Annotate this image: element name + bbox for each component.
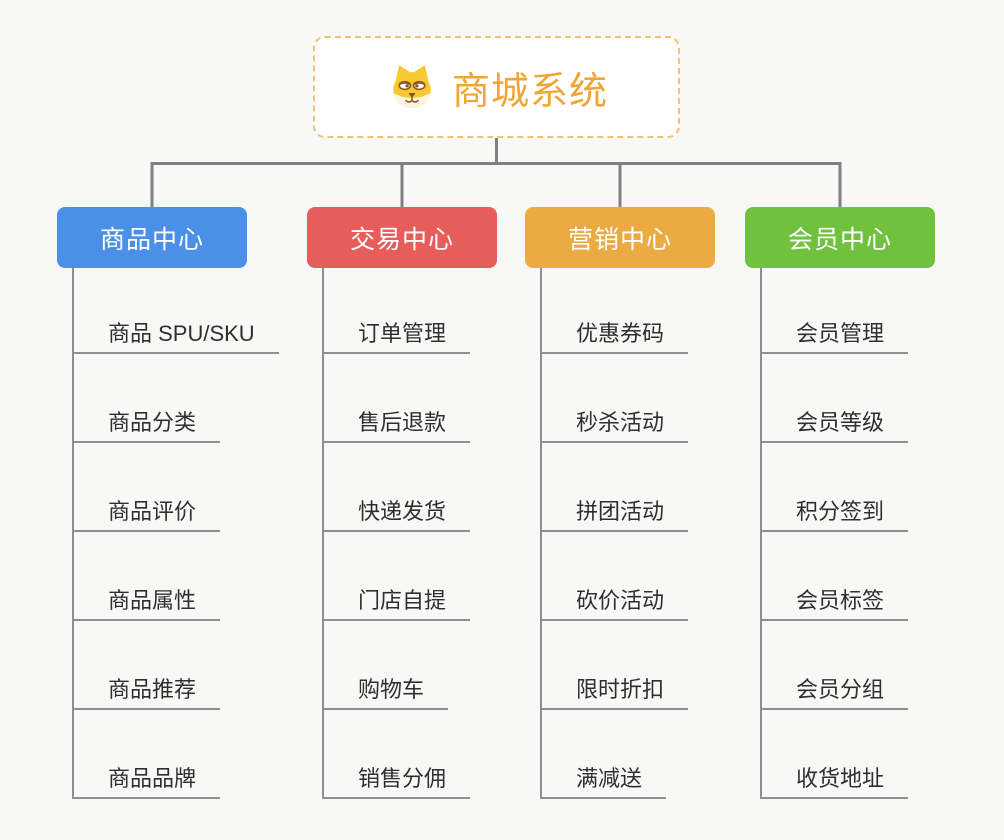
branch-children-product: 商品 SPU/SKU 商品分类 商品评价 商品属性 商品推荐 商品品牌 xyxy=(72,268,354,799)
topic-node[interactable]: 会员分组 xyxy=(762,666,909,710)
branch-node-marketing[interactable]: 营销中心 xyxy=(525,207,715,268)
branch-children-trade: 订单管理 售后退款 快递发货 门店自提 购物车 销售分佣 xyxy=(322,268,604,799)
topic-node[interactable]: 商品 SPU/SKU xyxy=(74,310,279,354)
topic-node[interactable]: 优惠券码 xyxy=(542,310,689,354)
root-branch-connectors xyxy=(150,138,842,208)
topic-node[interactable]: 收货地址 xyxy=(762,755,909,799)
branch-children-marketing: 优惠券码 秒杀活动 拼团活动 砍价活动 限时折扣 满减送 xyxy=(540,268,822,799)
topic-node[interactable]: 订单管理 xyxy=(324,310,471,354)
topic-node[interactable]: 购物车 xyxy=(324,666,449,710)
topic-node[interactable]: 商品推荐 xyxy=(74,666,221,710)
branch-node-trade[interactable]: 交易中心 xyxy=(307,207,497,268)
topic-node[interactable]: 积分签到 xyxy=(762,488,909,532)
topic-node[interactable]: 会员管理 xyxy=(762,310,909,354)
topic-node[interactable]: 快递发货 xyxy=(324,488,471,532)
topic-node[interactable]: 门店自提 xyxy=(324,577,471,621)
topic-node[interactable]: 拼团活动 xyxy=(542,488,689,532)
topic-node[interactable]: 砍价活动 xyxy=(542,577,689,621)
branch-node-product[interactable]: 商品中心 xyxy=(57,207,247,268)
dog-mouth xyxy=(405,99,419,103)
topic-node[interactable]: 满减送 xyxy=(542,755,667,799)
branch-children-member: 会员管理 会员等级 积分签到 会员标签 会员分组 收货地址 xyxy=(760,268,1004,799)
topic-node[interactable]: 会员标签 xyxy=(762,577,909,621)
dog-nose xyxy=(408,93,416,98)
topic-node[interactable]: 秒杀活动 xyxy=(542,399,689,443)
topic-node[interactable]: 售后退款 xyxy=(324,399,471,443)
topic-node[interactable]: 商品属性 xyxy=(74,577,221,621)
root-topic-title: 商城系统 xyxy=(451,70,608,113)
topic-node[interactable]: 商品分类 xyxy=(74,399,221,443)
shiba-dog-icon xyxy=(385,62,439,112)
root-topic[interactable]: 商城系统 xyxy=(313,36,680,138)
topic-node[interactable]: 销售分佣 xyxy=(324,755,471,799)
topic-node[interactable]: 商品品牌 xyxy=(74,755,221,799)
branch-node-member[interactable]: 会员中心 xyxy=(745,207,935,268)
topic-node[interactable]: 商品评价 xyxy=(74,488,221,532)
topic-node[interactable]: 会员等级 xyxy=(762,399,909,443)
topic-node[interactable]: 限时折扣 xyxy=(542,666,689,710)
